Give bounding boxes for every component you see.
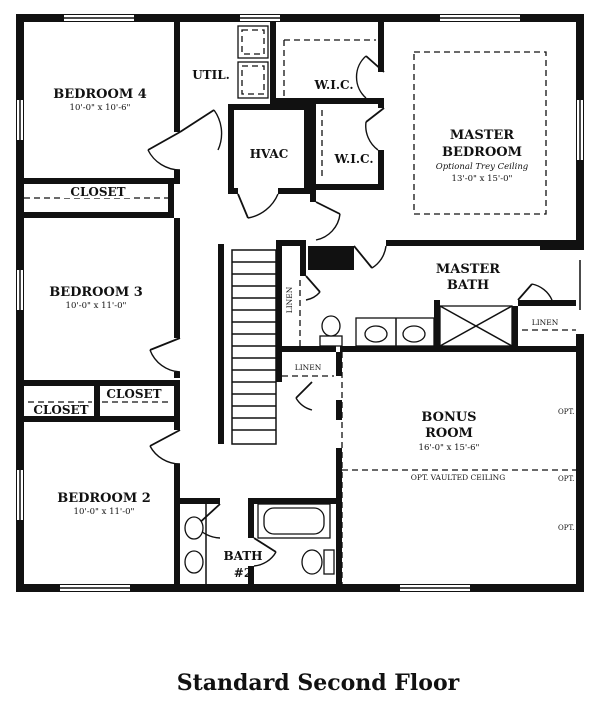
windows: [17, 15, 583, 591]
opt-label-3: OPT.: [558, 524, 574, 532]
master-bedroom-note: Optional Trey Ceiling: [436, 162, 529, 172]
util-label: UTIL.: [192, 68, 230, 82]
plan-caption: Standard Second Floor: [177, 670, 460, 696]
closet-bed4-label: CLOSET: [70, 185, 125, 199]
master-bath-line2: BATH: [447, 278, 489, 293]
master-bedroom-dims: 13'-0" x 15'-0": [452, 174, 513, 184]
wic-1-label: W.I.C.: [313, 78, 353, 92]
opt-label-2: OPT.: [558, 475, 574, 483]
closet-bed3-label: CLOSET: [106, 387, 161, 401]
wic-2-label: W.I.C.: [333, 152, 373, 166]
bonus-room-line2: ROOM: [425, 426, 473, 441]
bedroom-2-name: BEDROOM 2: [57, 491, 151, 506]
bath-2-line1: BATH: [223, 549, 262, 563]
bedroom-3-dims: 10'-0" x 11'-0": [66, 301, 127, 311]
bedroom-4-name: BEDROOM 4: [53, 87, 147, 102]
master-bedroom-line2: BEDROOM: [442, 145, 522, 160]
bedroom-3-name: BEDROOM 3: [49, 285, 143, 300]
master-bath-line1: MASTER: [436, 262, 500, 277]
staircase: [231, 249, 277, 445]
bonus-room-note: OPT. VAULTED CEILING: [411, 473, 505, 482]
closet-bed2-bg: [28, 403, 92, 416]
closet-bed4-bg: [62, 185, 134, 198]
master-bedroom-line1: MASTER: [450, 128, 514, 143]
linen-hall-label: LINEN: [295, 363, 322, 372]
bath-2-line2: #2: [234, 566, 252, 580]
closet-bed2-label: CLOSET: [33, 403, 88, 417]
interior-walls: [24, 22, 580, 584]
bonus-room-line1: BONUS: [421, 410, 476, 425]
bedroom-4-dims: 10'-0" x 10'-6": [70, 103, 131, 113]
linen-vertical-label: LINEN: [285, 286, 294, 313]
linen-master-label: LINEN: [532, 318, 559, 327]
bonus-room-dims: 16'-0" x 15'-6": [419, 443, 480, 453]
hvac-label: HVAC: [250, 147, 289, 161]
bedroom-2-dims: 10'-0" x 11'-0": [74, 507, 135, 517]
doors: [147, 55, 553, 567]
closet-bed3-bg: [102, 387, 170, 400]
opt-label-1: OPT.: [558, 408, 574, 416]
